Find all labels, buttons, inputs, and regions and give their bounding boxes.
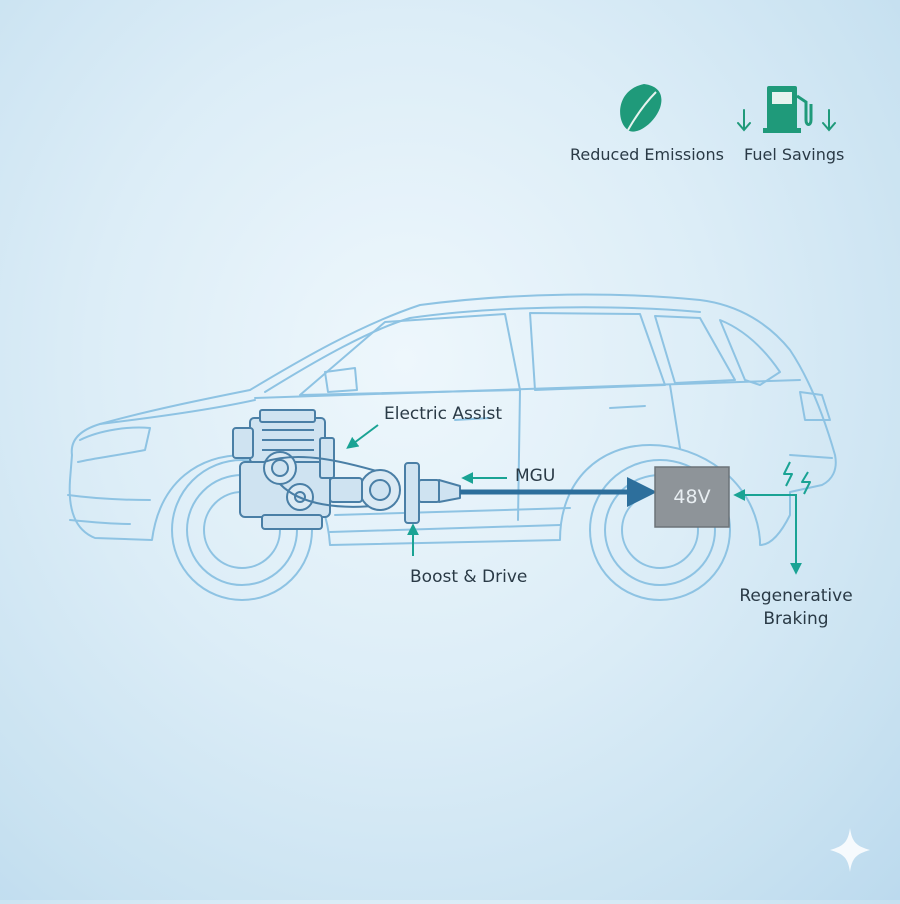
leaf-icon bbox=[620, 84, 662, 132]
regenerative-braking-arrow bbox=[733, 489, 802, 575]
down-arrow-icon bbox=[737, 109, 836, 132]
car-outline bbox=[67, 293, 837, 601]
electric-assist-label: Electric Assist bbox=[384, 404, 502, 424]
engine-icon bbox=[232, 409, 461, 530]
fuel-pump-icon bbox=[763, 86, 813, 133]
battery-voltage-label: 48V bbox=[673, 486, 711, 508]
lightning-icon bbox=[783, 461, 811, 495]
sparkle-icon bbox=[830, 828, 870, 872]
mgu-label: MGU bbox=[515, 466, 556, 486]
battery-48v-icon bbox=[654, 466, 730, 528]
regenerative-line2: Braking bbox=[763, 609, 829, 629]
boost-drive-label: Boost & Drive bbox=[410, 567, 528, 587]
reduced-emissions-label: Reduced Emissions bbox=[570, 145, 724, 164]
regenerative-line1: Regenerative bbox=[739, 586, 853, 606]
electric-assist-arrow bbox=[346, 424, 379, 449]
fuel-savings-label: Fuel Savings bbox=[744, 145, 845, 164]
regenerative-braking-label: Regenerative Braking bbox=[735, 585, 857, 631]
